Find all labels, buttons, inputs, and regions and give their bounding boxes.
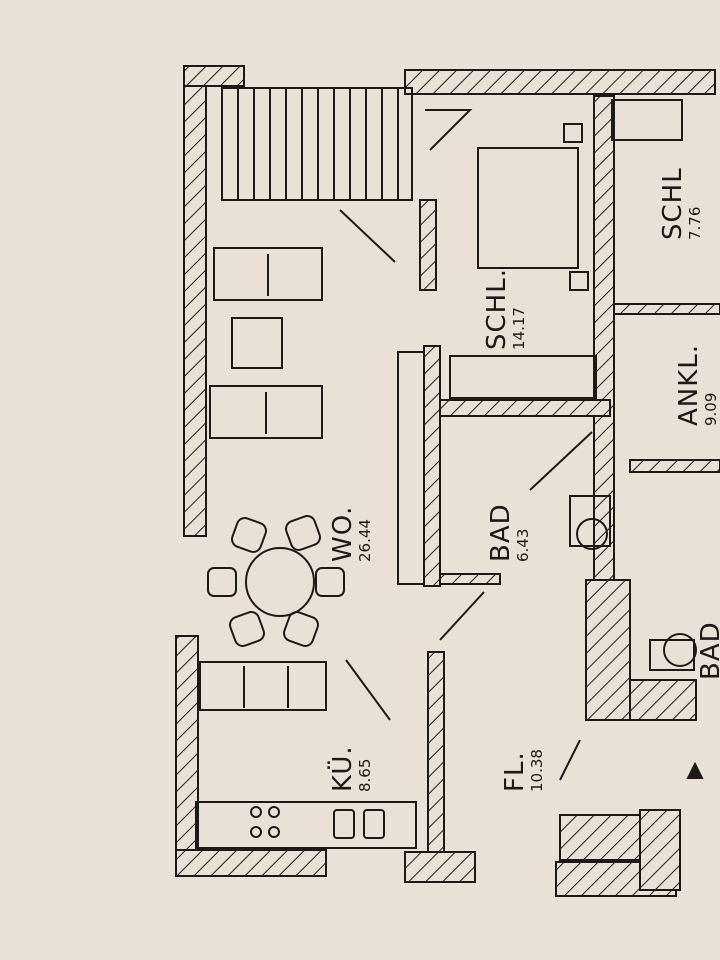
room-label-flur: FL.10.38	[500, 749, 546, 792]
room-label-wohnen: WO.26.44	[328, 505, 374, 562]
room-label-schlafzimmer: SCHL.14.17	[482, 268, 528, 350]
room-label-ankleide: ANKL.9.09	[674, 343, 720, 426]
room-label-kueche: KÜ.8.65	[328, 745, 374, 792]
room-label-bad-2: BAD	[696, 621, 720, 680]
fixtures	[195, 87, 704, 849]
walls	[175, 65, 720, 897]
